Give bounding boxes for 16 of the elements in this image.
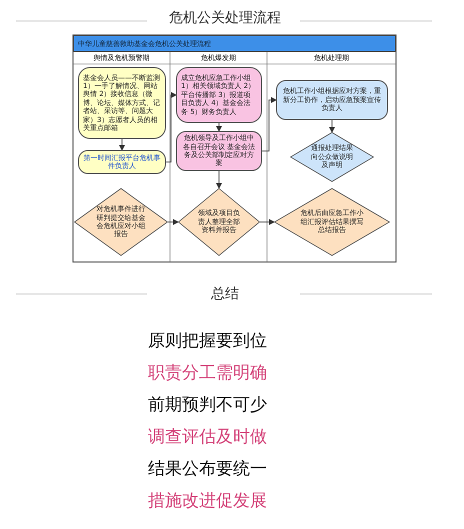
summary-point: 前期预判不可少 [148, 394, 268, 417]
arrow [262, 97, 277, 152]
summary-point: 调查评估及时做 [148, 426, 268, 449]
section-heading: 总结 [210, 285, 240, 304]
summary-point: 原则把握要到位 [148, 330, 268, 353]
arrow [216, 122, 222, 132]
page-heading: 危机公关处理流程 [168, 9, 282, 28]
arrow [168, 219, 179, 225]
summary-point: 措施改进促发展 [148, 490, 268, 513]
arrow [119, 138, 125, 151]
arrow [329, 120, 335, 133]
arrow [260, 219, 275, 225]
arrow [216, 170, 222, 189]
summary-point: 结果公布要统一 [148, 458, 268, 481]
arrow [166, 92, 177, 162]
summary-point: 职责分工需明确 [148, 362, 268, 385]
